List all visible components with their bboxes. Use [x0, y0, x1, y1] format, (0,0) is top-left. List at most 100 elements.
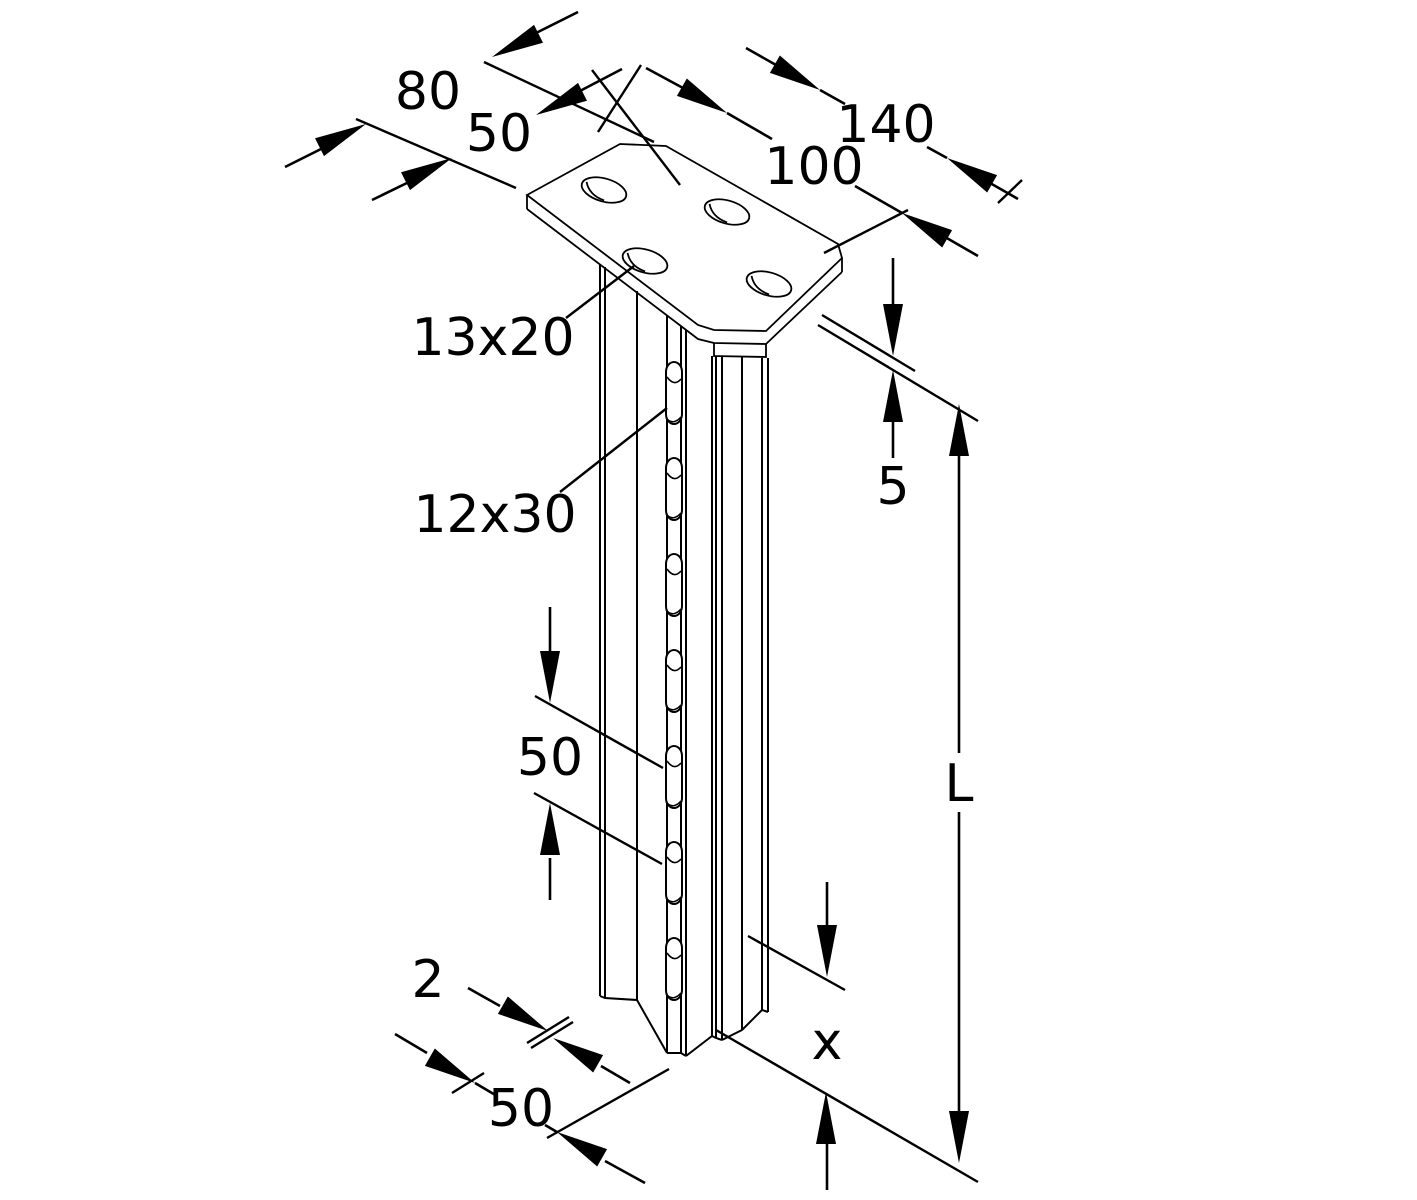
dim-100-shaft — [944, 235, 979, 258]
label-profile-slot-pitch: 50 — [517, 728, 583, 788]
ext-line — [546, 1067, 670, 1140]
arrowhead-icon — [401, 158, 452, 191]
label-profile-slot-size: 12x30 — [413, 485, 576, 545]
bottom-level-line-upper — [747, 934, 846, 992]
label-plate-width: 80 — [395, 62, 461, 122]
slot-inner-wall — [666, 472, 682, 480]
slot-inner-wall — [666, 760, 682, 768]
ext-line — [596, 64, 643, 133]
channel-profile — [599, 264, 769, 1057]
arrowhead-icon — [536, 82, 587, 115]
arrowhead-icon — [902, 213, 953, 248]
hole-outline — [745, 270, 793, 298]
thickness-line — [526, 1015, 570, 1045]
dim-140-shaft — [745, 46, 777, 67]
arrowhead-icon — [883, 370, 903, 422]
slot-inner-wall — [666, 568, 682, 576]
plate-slot-hole — [580, 176, 628, 204]
dim-80-shaft — [535, 10, 579, 35]
slot-bottom-wall — [665, 896, 682, 903]
channel-slot — [665, 649, 683, 713]
hole-inner-wall — [750, 275, 770, 296]
slot-bottom-wall — [665, 800, 682, 807]
arrowhead-icon — [557, 1132, 608, 1167]
slot-pitch-line-upper — [534, 694, 664, 770]
channel-slot — [665, 457, 683, 521]
dim-100-shaft — [645, 66, 684, 90]
hole-inner-wall — [626, 252, 646, 273]
arrowhead-icon — [676, 78, 727, 113]
label-plate-hole-offset: 50 — [466, 104, 532, 164]
plate-collar — [713, 343, 767, 358]
slot-bottom-wall — [665, 512, 682, 519]
plate-slot-hole — [745, 270, 793, 298]
arrowhead-icon — [883, 304, 903, 356]
leader-12x30 — [559, 407, 668, 493]
slot-pitch-line-lower — [533, 791, 663, 866]
slot-bottom-wall — [665, 992, 682, 999]
ext-line — [591, 69, 681, 186]
label-plate-hole-spacing: 100 — [764, 137, 863, 197]
dim-100-shaft — [854, 184, 903, 215]
channel-slots — [665, 361, 683, 1001]
label-profile-width: 50 — [488, 1079, 554, 1139]
dim-50-top-shaft — [371, 180, 410, 202]
ext-tick — [451, 1071, 485, 1095]
arrowhead-icon — [949, 1111, 969, 1163]
arrowhead-icon — [540, 803, 560, 855]
channel-slot — [665, 553, 683, 617]
channel-slot — [665, 361, 683, 425]
arrowhead-icon — [540, 651, 560, 703]
plate-slot-hole — [621, 247, 669, 275]
ext-line — [823, 208, 909, 255]
slot-outline — [665, 937, 683, 1001]
label-plate-thickness: 5 — [876, 457, 909, 517]
arrowhead-icon — [497, 996, 548, 1031]
top-plate — [525, 143, 844, 358]
plate-holes — [580, 176, 793, 298]
hole-inner-wall — [585, 181, 605, 202]
slot-outline — [665, 745, 683, 809]
plate-bottom-level-line — [817, 323, 979, 423]
slot-outline — [665, 553, 683, 617]
hole-outline — [703, 198, 751, 226]
dim-140-shaft — [819, 88, 846, 106]
extension-lines — [355, 60, 1023, 1184]
plate-top-level-line — [821, 313, 916, 373]
channel-slot — [665, 745, 683, 809]
arrowhead-icon — [817, 925, 837, 977]
dim-140-shaft — [989, 181, 1019, 201]
arrowhead-icon — [769, 55, 820, 90]
hole-outline — [621, 247, 669, 275]
thickness-line — [530, 1020, 574, 1050]
slot-outline — [665, 841, 683, 905]
slot-inner-wall — [666, 664, 682, 672]
dim-2-shaft — [600, 1064, 631, 1085]
dim-2-shaft — [467, 986, 501, 1008]
dim-100-shaft — [726, 111, 773, 141]
leader-13x20 — [565, 265, 635, 319]
bottom-level-line-lower — [715, 1028, 979, 1184]
dim-140-shaft — [926, 145, 948, 160]
arrowhead-icon — [492, 24, 543, 57]
arrowhead-icon — [947, 158, 998, 193]
slot-bottom-wall — [665, 608, 682, 615]
arrowhead-icon — [553, 1038, 604, 1073]
label-plate-length: 140 — [836, 95, 935, 155]
label-profile-length: L — [945, 754, 974, 814]
hole-inner-wall — [708, 203, 728, 224]
arrowhead-icon — [816, 1092, 836, 1144]
ext-line — [355, 117, 517, 190]
ext-tick — [997, 179, 1023, 204]
dim-50-top-shaft — [577, 67, 623, 94]
arrowhead-icon — [424, 1048, 475, 1083]
dim-50-bottom-shaft — [544, 1123, 558, 1134]
slot-outline — [665, 649, 683, 713]
slot-inner-wall — [666, 376, 682, 384]
channel-slot — [665, 937, 683, 1001]
channel-bottom-edges — [599, 995, 769, 1057]
slot-inner-wall — [666, 856, 682, 864]
arrowhead-icon — [949, 404, 969, 456]
